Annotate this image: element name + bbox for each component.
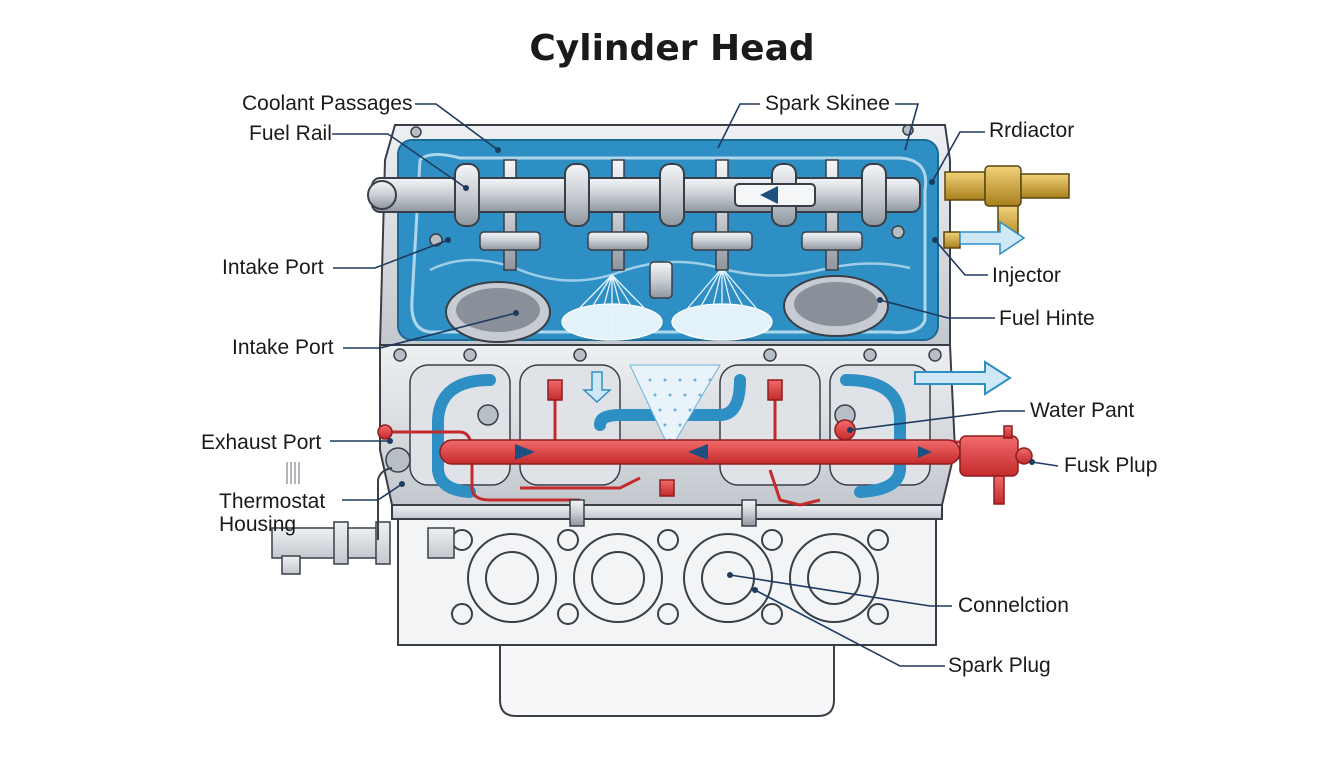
engine-block: [391, 504, 943, 717]
head-top-section: [367, 124, 951, 346]
leader-lines: [330, 103, 1059, 667]
flow-arrows: [515, 444, 932, 460]
spring-glyph: [286, 462, 300, 484]
exhaust-port-rings: [451, 529, 889, 625]
leader-dots: [387, 147, 1035, 593]
label-connelction: Connelction: [958, 594, 1069, 617]
camshaft: [367, 163, 921, 227]
label-water-pant: Water Pant: [1030, 399, 1135, 422]
label-thermostat-line2: Housing: [219, 513, 297, 536]
label-exhaust-port: Exhaust Port: [201, 431, 322, 454]
label-intake-port-upper: Intake Port: [222, 256, 324, 279]
injector-spray: [561, 267, 773, 341]
head-mid-section: [379, 344, 957, 506]
thermostat-housing: [271, 467, 455, 575]
label-fuel-rail: Fuel Rail: [249, 122, 332, 145]
label-spark-skinee: Spark Skinee: [765, 92, 890, 115]
label-intake-port-lower: Intake Port: [232, 336, 334, 359]
fuel-fitting: [959, 425, 1033, 505]
label-spark-plug: Spark Plug: [948, 654, 1051, 677]
label-coolant-passages: Coolant Passages: [242, 92, 413, 115]
coolant-inlet-arrow: [914, 360, 1012, 396]
label-rrdiactor: Rrdiactor: [989, 119, 1075, 142]
diagram-title: Cylinder Head: [529, 28, 815, 69]
radiator-fitting: [943, 165, 1070, 256]
label-fusk-plup: Fusk Plup: [1064, 454, 1158, 477]
label-injector: Injector: [992, 264, 1061, 287]
label-thermostat-line1: Thermostat: [219, 490, 326, 513]
label-fuel-hinte: Fuel Hinte: [999, 307, 1095, 330]
